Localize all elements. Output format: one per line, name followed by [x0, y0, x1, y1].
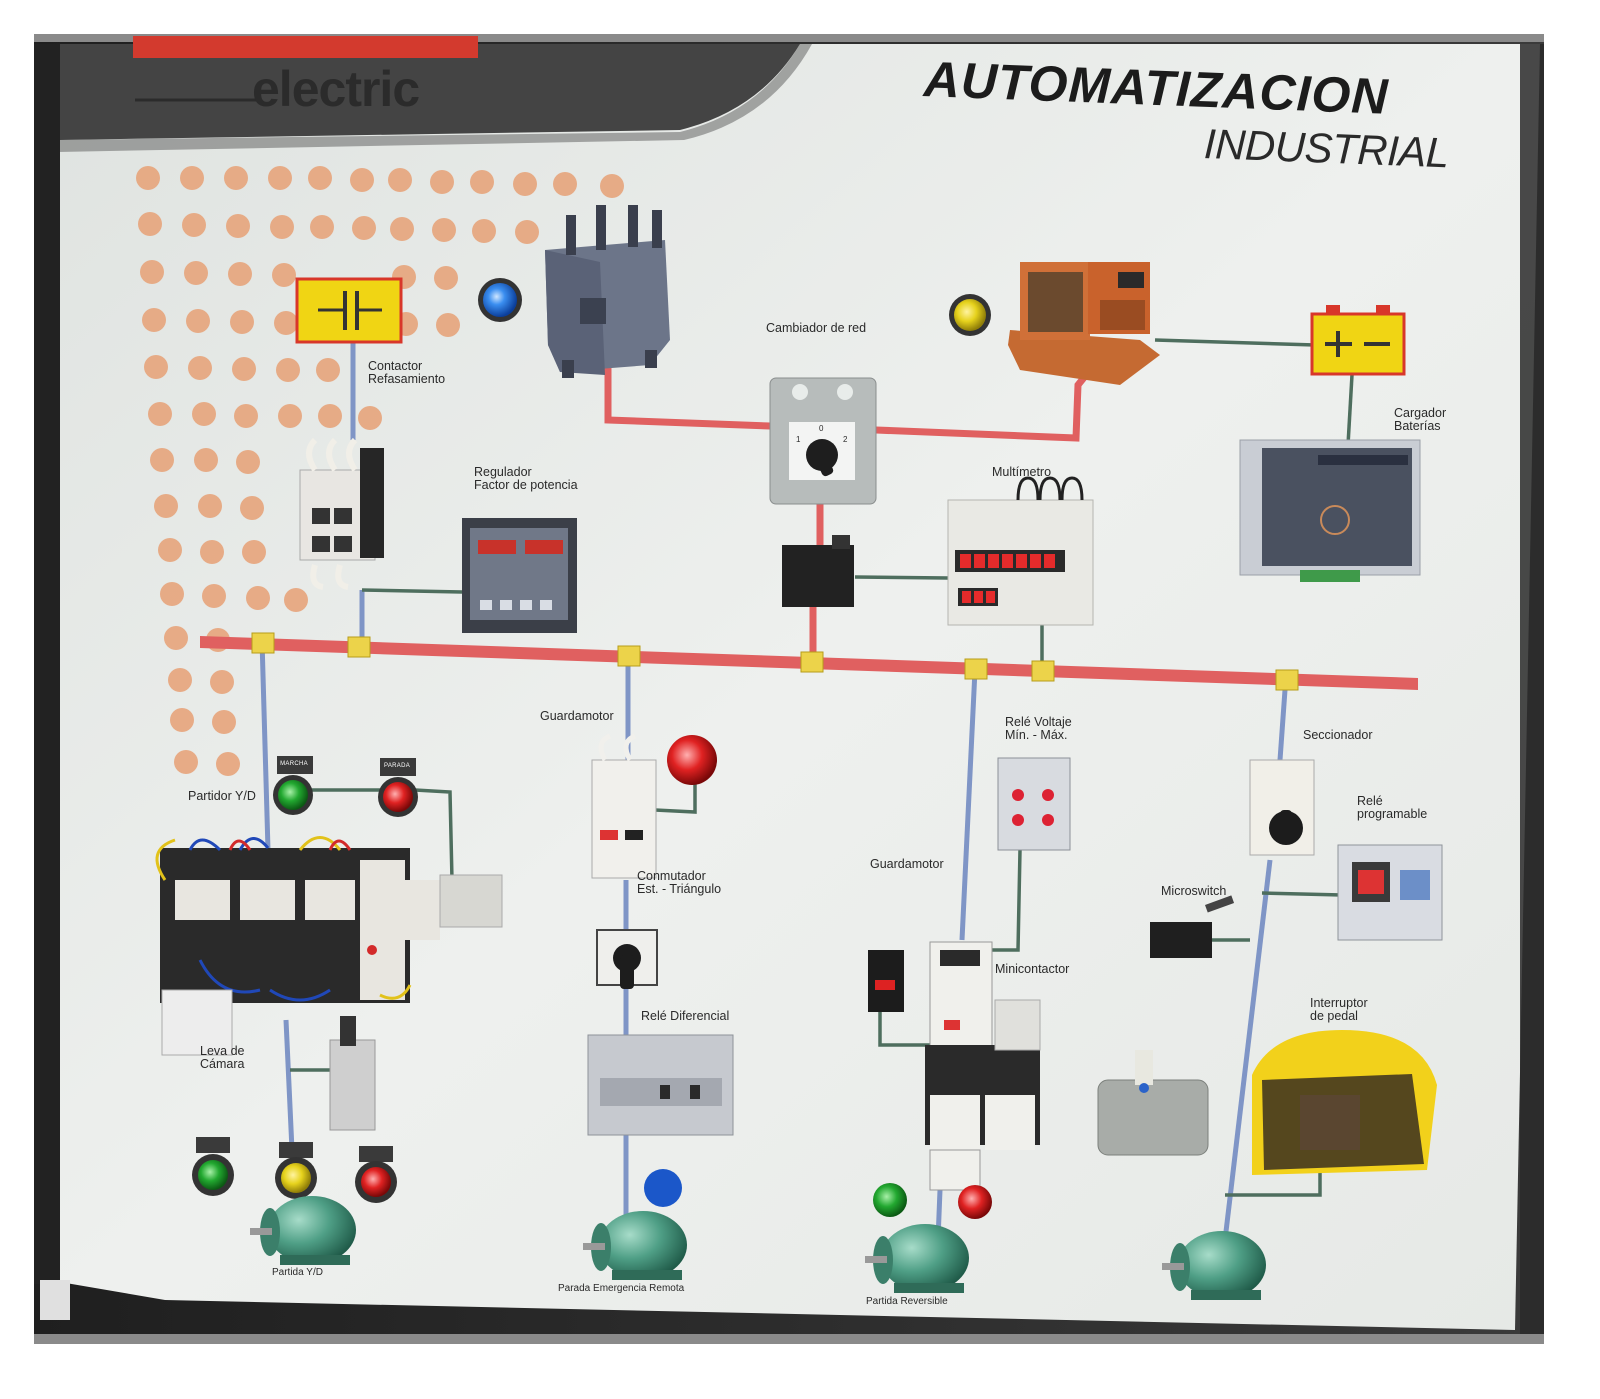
start-button-icon [278, 780, 308, 810]
contactor-icon [299, 437, 384, 590]
label-parada: PARADA [383, 763, 411, 769]
breaker-icon [782, 545, 854, 607]
battery-symbol-icon [1310, 305, 1406, 376]
differential-relay-icon [587, 1034, 734, 1136]
switch-position-0: 0 [819, 424, 824, 433]
switch-position-2: 2 [843, 435, 848, 444]
emergency-stop-icon [667, 735, 717, 785]
capacitor-symbol-icon [295, 277, 403, 344]
label-microswitch: Microswitch [1161, 884, 1227, 898]
foot-switch-icon [1252, 1030, 1437, 1175]
generator-icon [1008, 262, 1160, 385]
label-partidor: Partidor Y/D [188, 789, 256, 803]
multimeter-icon [947, 476, 1094, 626]
panel-subtitle: INDUSTRIAL [1203, 120, 1450, 177]
programmable-relay-icon [1337, 844, 1443, 941]
blue-lamp-icon [644, 1169, 682, 1207]
red-lamp-icon [361, 1167, 391, 1197]
motor-guard-2-icon [929, 941, 993, 1063]
label-parada-emergencia: Parada Emergencia Remota [558, 1283, 685, 1294]
label-guardamotor-2: Guardamotor [870, 857, 944, 871]
green-lamp-icon [198, 1160, 228, 1190]
motor-guard-icon [591, 733, 657, 879]
minicontactor-icon [925, 999, 1041, 1191]
motor-2-icon [583, 1211, 687, 1280]
label-marcha: MARCHA [280, 761, 308, 767]
power-factor-regulator-icon [462, 518, 577, 633]
stop-button-icon [383, 782, 413, 812]
yellow-lamp-icon [281, 1163, 311, 1193]
label-partida-reversible: Partida Reversible [866, 1296, 948, 1307]
battery-charger-icon [1239, 439, 1421, 582]
label-cambiador: Cambiador de red [766, 321, 867, 335]
label-minicontactor: Minicontactor [995, 962, 1070, 976]
dot-pattern [136, 166, 624, 776]
label-partida-yd: Partida Y/D [272, 1267, 323, 1278]
red-lamp-2-icon [958, 1185, 992, 1219]
motor-3-icon [865, 1224, 969, 1293]
label-guardamotor-1: Guardamotor [540, 709, 614, 723]
disconnector-icon [1249, 759, 1315, 856]
star-delta-starter-icon [155, 836, 503, 1131]
motor-1-icon [250, 1196, 356, 1265]
label-seccionador: Seccionador [1303, 728, 1373, 742]
brand-logo-text: electric [252, 61, 420, 117]
transformer-icon [545, 205, 670, 378]
voltage-relay-icon [997, 757, 1071, 851]
changeover-switch-icon [769, 377, 877, 505]
label-rele-diferencial: Relé Diferencial [641, 1009, 730, 1023]
microswitch-icon [1150, 922, 1212, 958]
switch-position-1: 1 [796, 435, 801, 444]
limit-switch-icon [1097, 1050, 1209, 1156]
motor-4-icon [1162, 1231, 1266, 1300]
green-lamp-2-icon [873, 1183, 907, 1217]
yellow-pilot-lamp [954, 299, 986, 331]
label-multimetro: Multímetro [992, 465, 1052, 479]
blue-pilot-lamp [483, 283, 517, 317]
